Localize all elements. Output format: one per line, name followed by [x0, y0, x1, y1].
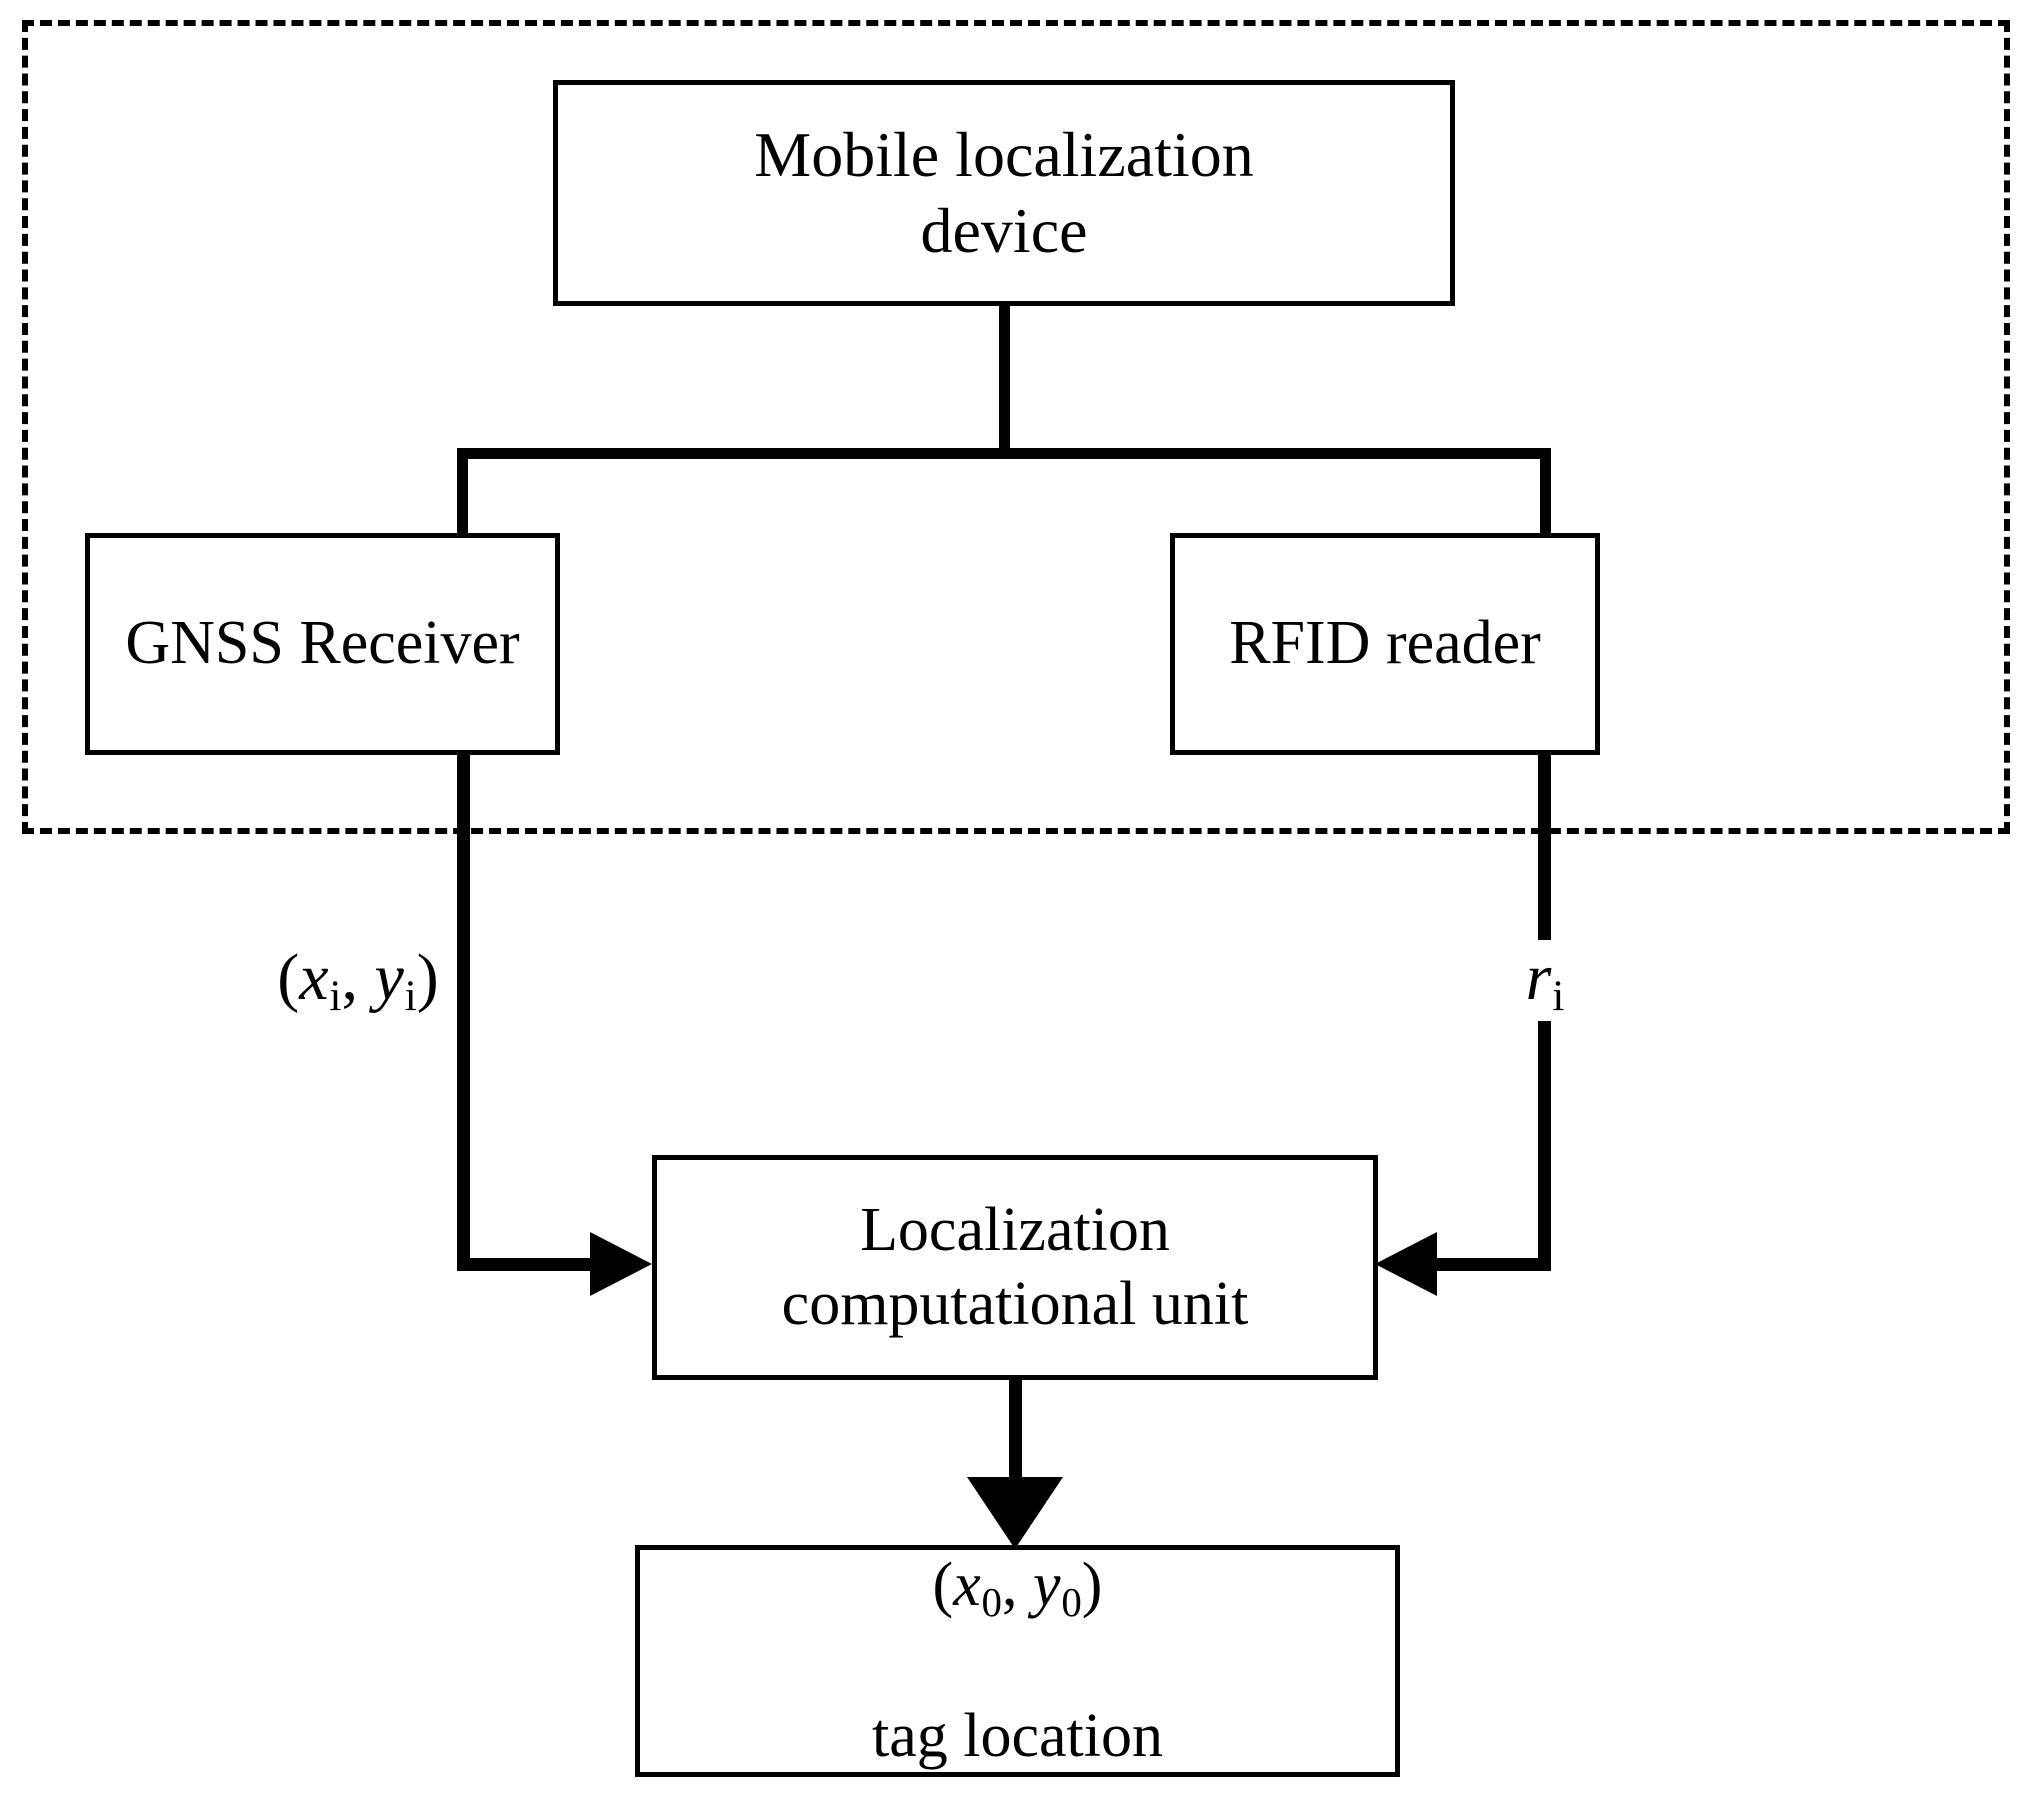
node-tag-location-coordinates: (x0, y0) [872, 1549, 1163, 1627]
node-tag-location-caption: tag location [872, 1701, 1163, 1770]
edge-label-gnss-x-sub: i [329, 972, 342, 1021]
arrowhead-rfid-to-computational-unit [1375, 1232, 1437, 1296]
arrowhead-gnss-to-computational-unit [590, 1232, 652, 1296]
tag-coords-x-var: x [953, 1550, 981, 1619]
node-gnss-receiver[interactable]: GNSS Receiver [85, 533, 560, 755]
edge-label-rfid-r-var: r [1525, 941, 1552, 1014]
node-mobile-localization-device[interactable]: Mobile localization device [553, 80, 1455, 306]
tag-coords-y-var: y [1033, 1550, 1061, 1619]
node-tag-location-label: (x0, y0) tag location [862, 1476, 1173, 1801]
node-rfid-reader[interactable]: RFID reader [1170, 533, 1600, 755]
edge-label-gnss-sep: , [341, 941, 375, 1014]
tag-coords-open: ( [932, 1550, 954, 1619]
mobile-localization-device-group-boundary [22, 20, 2010, 834]
edge-label-gnss-x-var: x [299, 941, 329, 1014]
edge-label-gnss-y-var: y [374, 941, 404, 1014]
tag-coords-close: ) [1081, 1550, 1103, 1619]
edge-label-rfid-range: ri [1519, 940, 1571, 1022]
node-tag-location[interactable]: (x0, y0) tag location [635, 1545, 1400, 1777]
edge-label-gnss-close: ) [416, 941, 439, 1014]
tag-coords-y-sub: 0 [1061, 1579, 1082, 1625]
node-mobile-localization-device-label: Mobile localization device [754, 119, 1254, 266]
tag-coords-x-sub: 0 [981, 1579, 1002, 1625]
connector-mobile-device-trunk [999, 303, 1010, 458]
connector-gnss-output-horizontal [457, 1258, 597, 1271]
node-localization-computational-unit-label: Localization computational unit [781, 1196, 1249, 1338]
tag-coords-sep: , [1002, 1550, 1033, 1619]
edge-label-gnss-open: ( [277, 941, 300, 1014]
edge-label-gnss-y-sub: i [404, 972, 417, 1021]
connector-computational-unit-to-tag-location [1009, 1378, 1022, 1484]
node-gnss-receiver-label: GNSS Receiver [125, 609, 520, 678]
arrowhead-to-tag-location [967, 1477, 1063, 1549]
connector-gnss-output-vertical [457, 755, 470, 1271]
connector-bus-to-gnss [457, 448, 468, 536]
connector-rfid-output-horizontal [1434, 1258, 1551, 1271]
connector-bus-to-rfid [1540, 448, 1551, 536]
edge-label-gnss-coordinates: (xi, yi) [271, 940, 445, 1022]
node-rfid-reader-label: RFID reader [1229, 609, 1541, 678]
edge-label-rfid-r-sub: i [1552, 972, 1565, 1021]
connector-split-bus [457, 448, 1551, 459]
node-localization-computational-unit[interactable]: Localization computational unit [652, 1155, 1378, 1380]
